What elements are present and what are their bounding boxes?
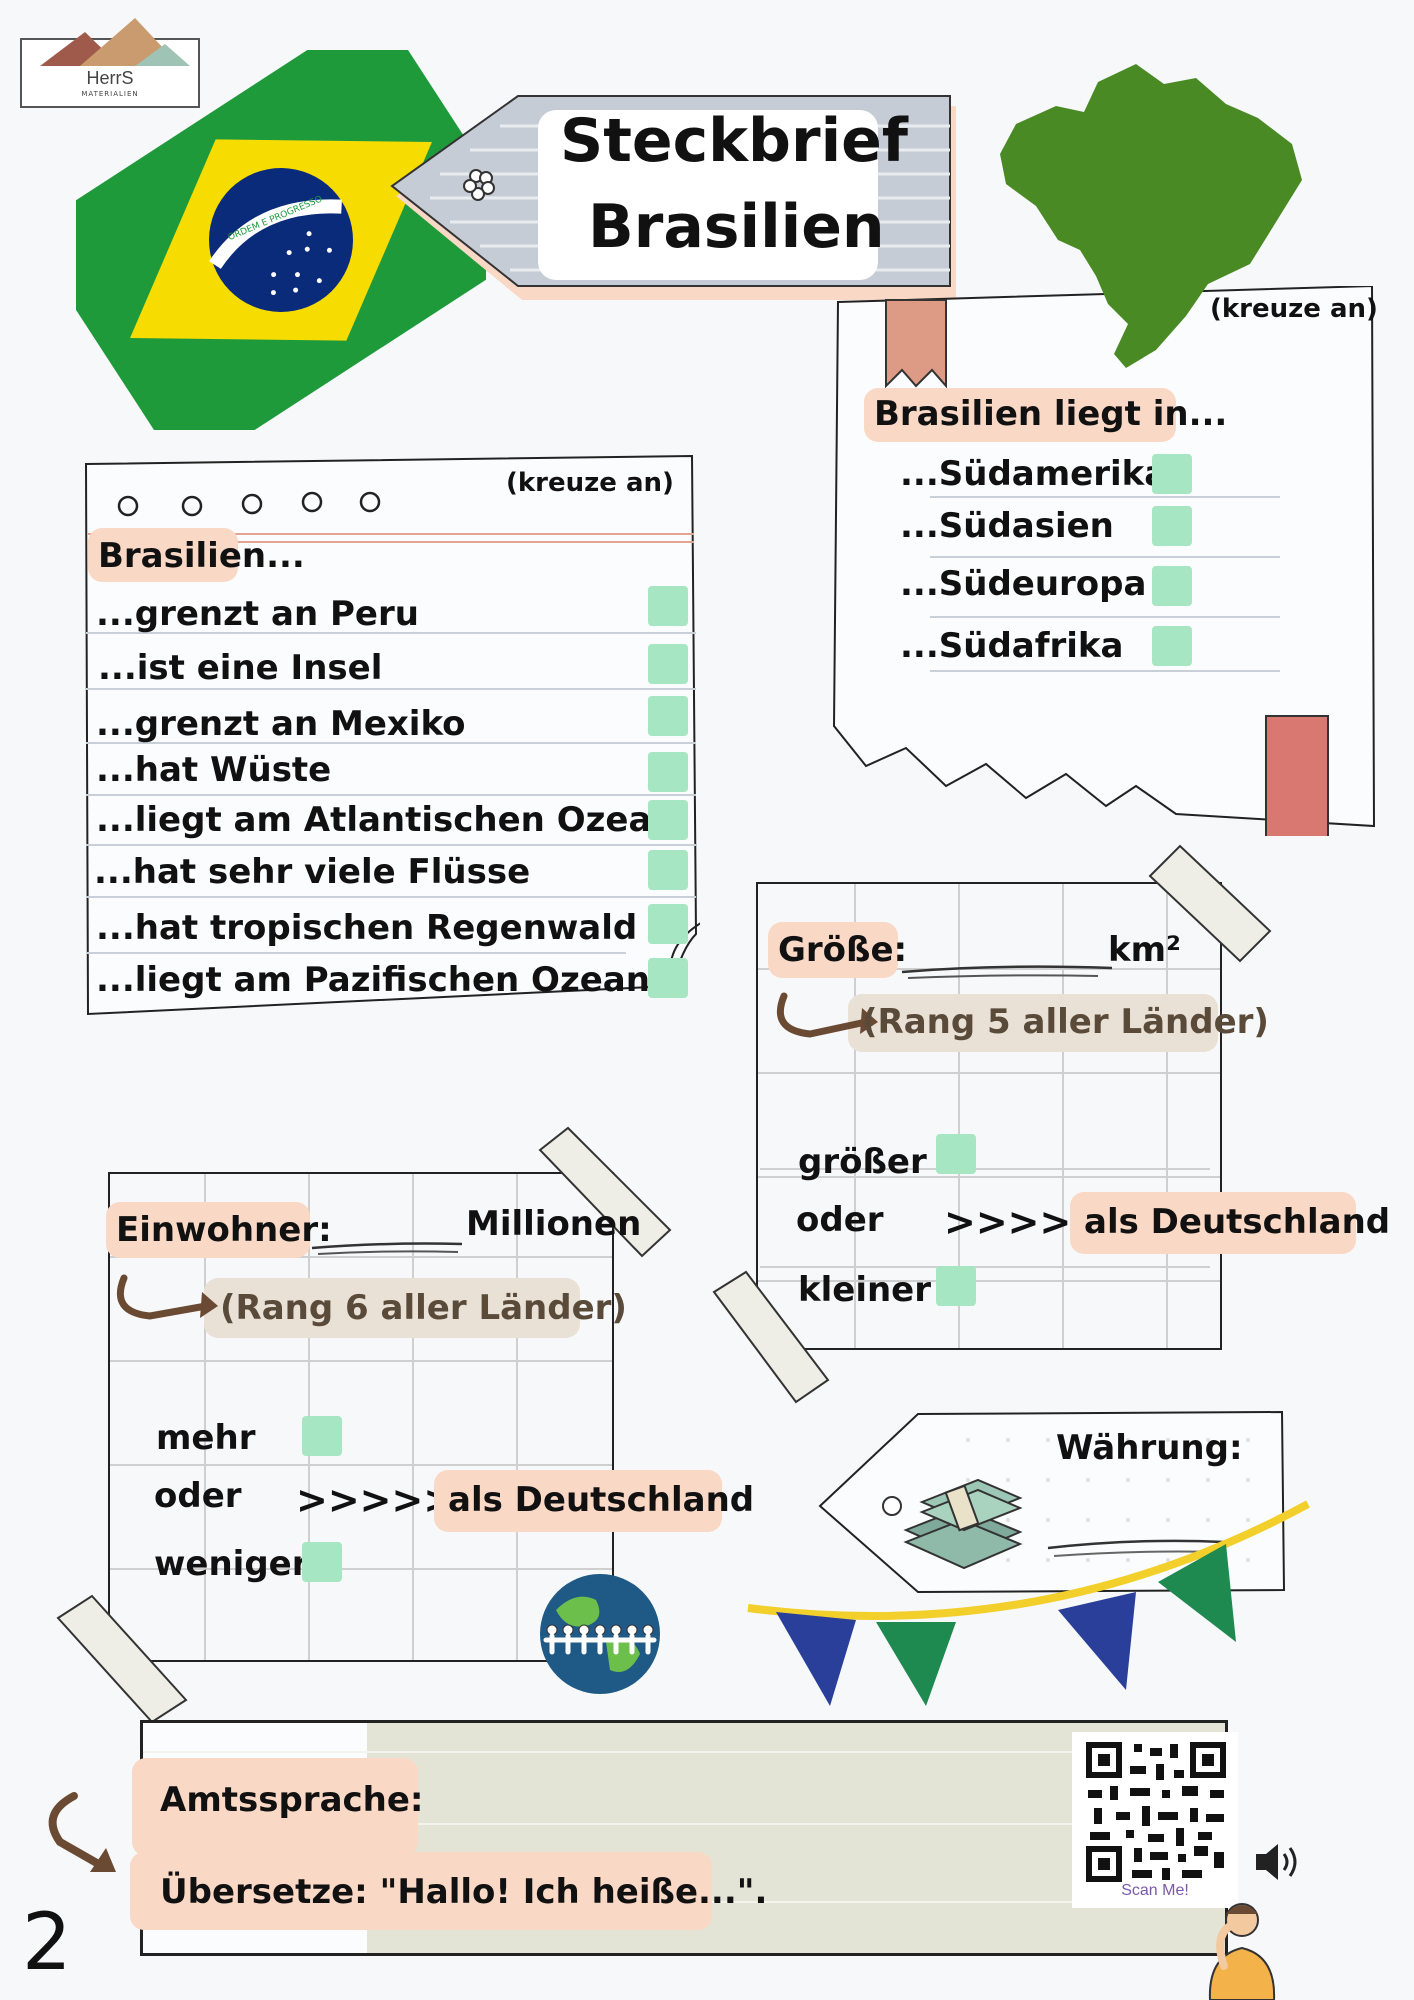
qr-caption: Scan Me! (1121, 1882, 1189, 1899)
size-compare-1: größer (798, 1142, 927, 1182)
population-target-highlight (434, 1470, 722, 1532)
fact-item-7: ...hat tropischen Regenwald (96, 908, 638, 948)
population-compare-2: oder (154, 1476, 242, 1516)
population-answer-line[interactable] (308, 1232, 468, 1262)
size-rank: (Rang 5 aller Länder) (862, 1002, 1269, 1042)
population-checkbox-fewer[interactable] (302, 1542, 342, 1582)
location-heading: Brasilien liegt in... (874, 394, 1228, 434)
fact-item-4: ...hat Wüste (96, 750, 332, 790)
location-checkbox-4[interactable] (1152, 626, 1192, 666)
fact-item-8: ...liegt am Pazifischen Ozean (96, 960, 650, 1000)
population-rank: (Rang 6 aller Länder) (220, 1288, 627, 1328)
fact-item-5: ...liegt am Atlantischen Ozean (96, 800, 676, 840)
fact-checkbox-6[interactable] (648, 850, 688, 890)
location-hint: (kreuze an) (1210, 294, 1378, 324)
location-option-2: ...Südasien (900, 506, 1114, 546)
fact-item-1: ...grenzt an Peru (96, 594, 419, 634)
tape-icon (56, 1594, 188, 1724)
population-target: als Deutschland (448, 1480, 755, 1520)
qr-code-icon (1086, 1742, 1226, 1882)
brazil-flag-icon: ORDEM E PROGRESSO (76, 50, 486, 430)
title-tag-shape (390, 95, 956, 300)
money-icon (903, 1478, 1023, 1570)
size-checkbox-bigger[interactable] (936, 1134, 976, 1174)
location-checkbox-1[interactable] (1152, 454, 1192, 494)
size-compare-2: oder (796, 1200, 884, 1240)
earth-people-icon (540, 1574, 660, 1694)
population-label-highlight (106, 1202, 310, 1258)
population-unit: Millionen (466, 1204, 642, 1244)
mountains-icon (40, 18, 190, 66)
size-compare-3: kleiner (798, 1270, 932, 1310)
fact-checkbox-4[interactable] (648, 752, 688, 792)
population-compare-3: weniger (154, 1544, 309, 1584)
tape-icon (1148, 844, 1272, 963)
qr-code[interactable]: Scan Me! (1072, 1732, 1238, 1908)
size-checkbox-smaller[interactable] (936, 1266, 976, 1306)
population-rank-highlight (204, 1278, 580, 1338)
speaker-icon[interactable] (1252, 1840, 1302, 1884)
brazil-map-icon (1000, 64, 1302, 368)
facts-heading-highlight (88, 528, 238, 582)
fact-checkbox-1[interactable] (648, 586, 688, 626)
location-heading-highlight (864, 388, 1176, 442)
currency-answer-line (1047, 1539, 1225, 1550)
bunting-icon (747, 1500, 1310, 1706)
title-line-2: Brasilien (588, 192, 885, 262)
thinking-person-icon (1208, 1903, 1276, 2000)
logo-sub: MATERIALIEN (81, 90, 139, 98)
size-label: Größe: (778, 930, 908, 970)
fact-checkbox-3[interactable] (648, 696, 688, 736)
translate-highlight (130, 1852, 712, 1930)
population-label: Einwohner: (116, 1210, 332, 1250)
location-checkbox-3[interactable] (1152, 566, 1192, 606)
tape-icon (712, 1270, 830, 1404)
curved-arrow-icon (48, 1792, 116, 1872)
population-compare-1: mehr (156, 1418, 256, 1458)
language-label-highlight (132, 1758, 418, 1856)
size-target-highlight (1070, 1192, 1356, 1254)
facts-notepad-paper (84, 454, 700, 1016)
fact-checkbox-8[interactable] (648, 958, 688, 998)
logo-name: HerrS (86, 68, 134, 88)
fact-item-3: ...grenzt an Mexiko (96, 704, 466, 744)
logo: HerrS MATERIALIEN (20, 18, 200, 108)
fact-checkbox-5[interactable] (648, 800, 688, 840)
language-label: Amtssprache: (160, 1780, 424, 1820)
fact-checkbox-7[interactable] (648, 904, 688, 944)
page-number: 2 (22, 1898, 72, 1988)
size-target: als Deutschland (1084, 1202, 1391, 1242)
tape-icon (538, 1126, 672, 1258)
population-checkbox-more[interactable] (302, 1416, 342, 1456)
population-arrows: >>>>> (296, 1478, 456, 1522)
location-checkbox-2[interactable] (1152, 506, 1192, 546)
translate-prompt: Übersetze: "Hallo! Ich heiße...". (160, 1872, 768, 1912)
facts-heading: Brasilien... (98, 536, 305, 576)
title-line-1: Steckbrief (560, 106, 908, 176)
facts-hint: (kreuze an) (506, 468, 674, 498)
location-option-4: ...Südafrika (900, 626, 1124, 666)
size-label-highlight (768, 922, 898, 978)
location-option-1: ...Südamerika (900, 454, 1168, 494)
size-answer-line[interactable] (898, 952, 1118, 982)
size-unit: km² (1108, 930, 1181, 970)
curved-arrow-icon (116, 1274, 218, 1320)
location-option-3: ...Südeuropa (900, 564, 1147, 604)
fact-item-6: ...hat sehr viele Flüsse (94, 852, 531, 892)
flower-icon (463, 169, 495, 201)
currency-label: Währung: (1056, 1428, 1243, 1468)
curved-arrow-icon (776, 992, 878, 1038)
size-rank-highlight (848, 994, 1218, 1052)
fact-checkbox-2[interactable] (648, 644, 688, 684)
fact-item-2: ...ist eine Insel (98, 648, 383, 688)
